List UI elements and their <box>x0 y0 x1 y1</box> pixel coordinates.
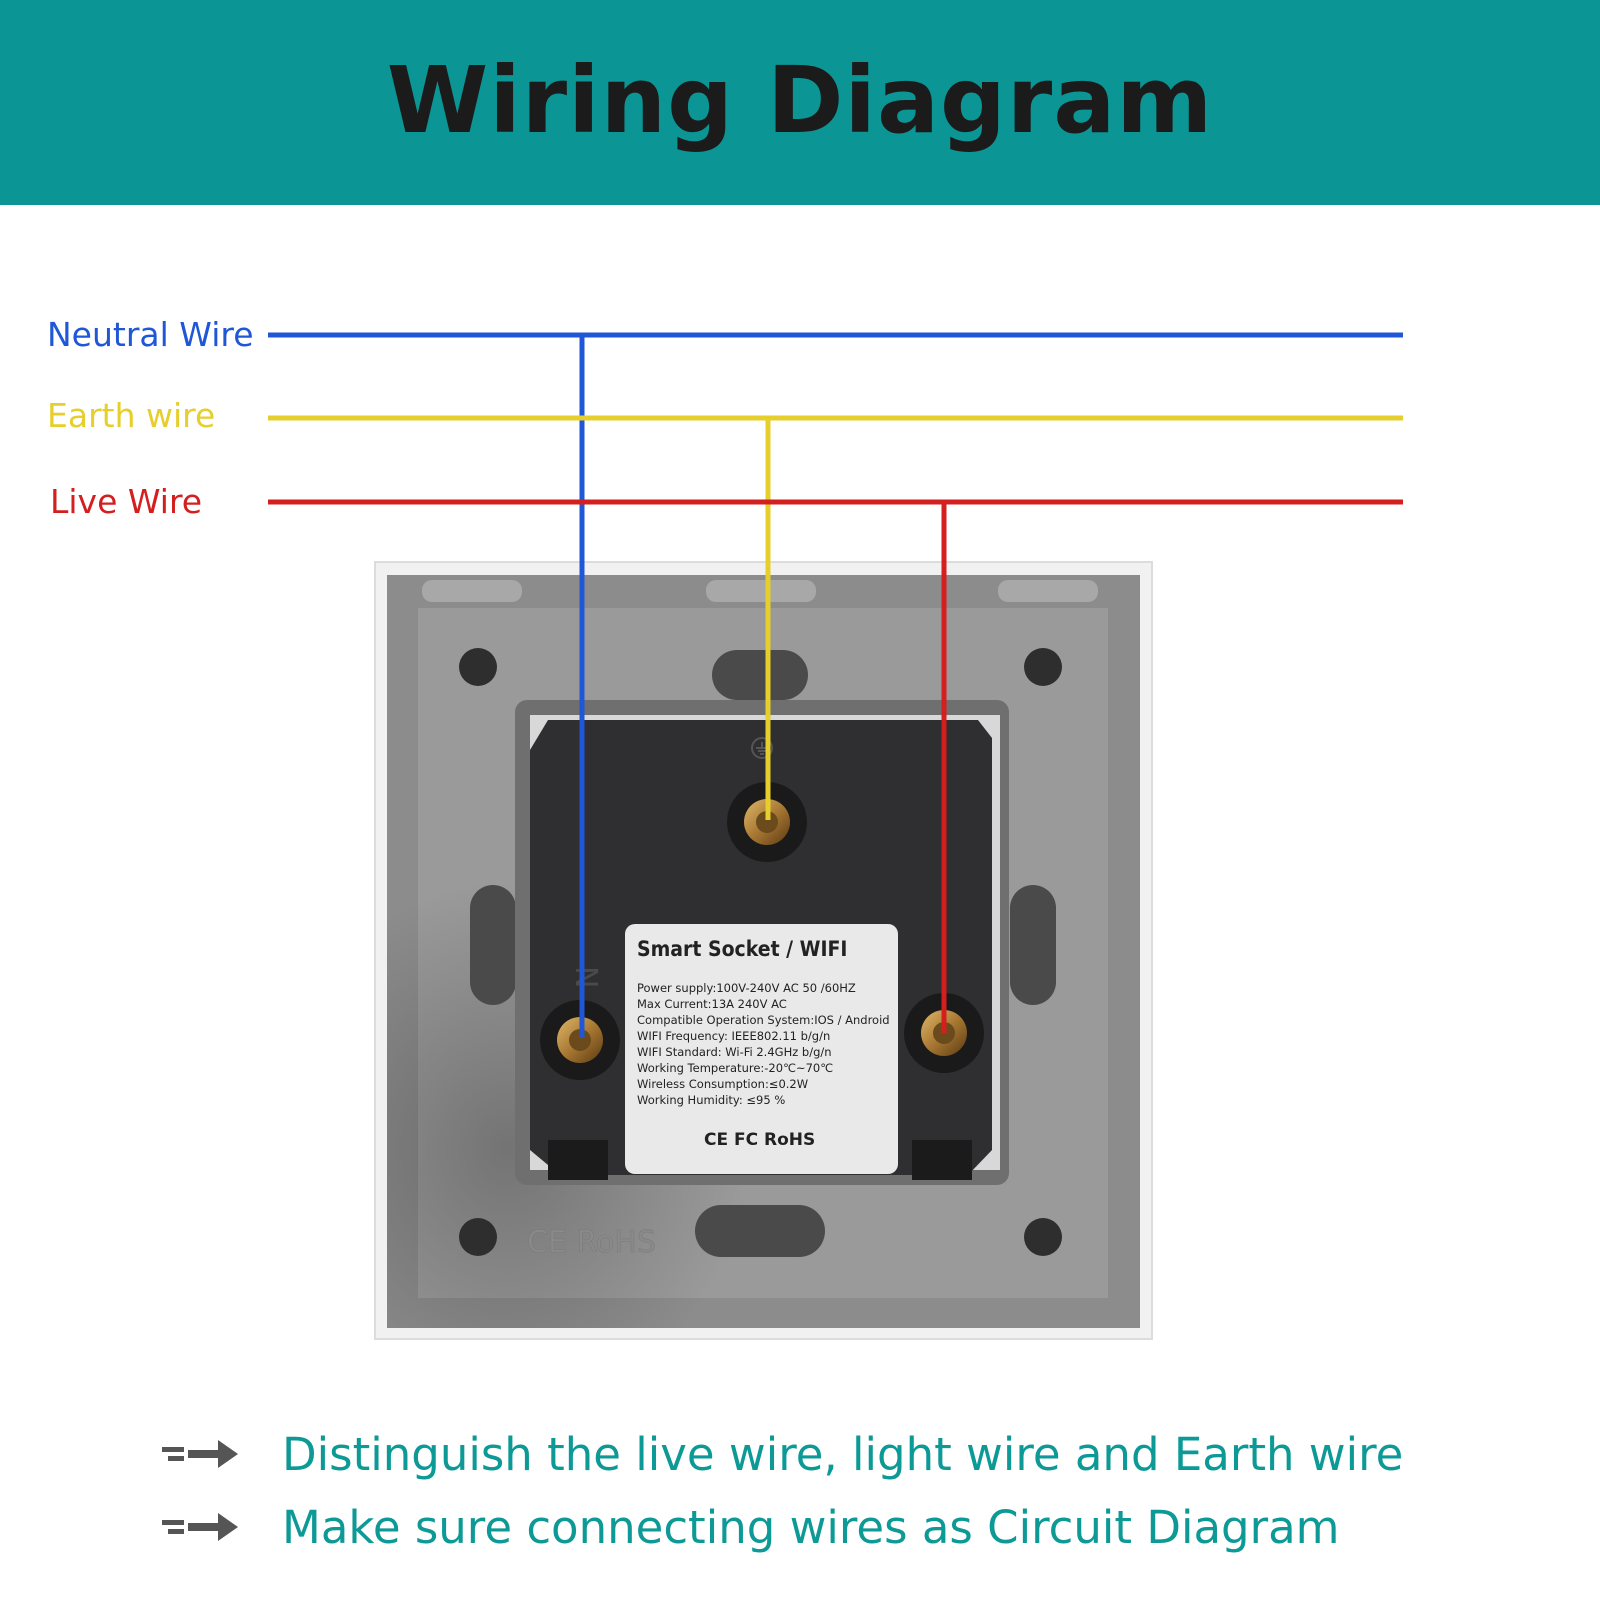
mounting-slot <box>695 1205 825 1257</box>
spec-label-line: Working Temperature:-20℃~70℃ <box>637 1061 833 1075</box>
earth-terminal <box>727 782 807 862</box>
spec-label-card <box>625 924 898 1174</box>
page-title: Wiring Diagram <box>386 47 1214 154</box>
spec-label-line: WIFI Standard: Wi-Fi 2.4GHz b/g/n <box>637 1045 832 1059</box>
mounting-slot <box>712 650 808 700</box>
spec-label-title: Smart Socket / WIFI <box>637 937 847 961</box>
live-wire-label: Live Wire <box>50 482 203 521</box>
note-text: Distinguish the live wire, light wire an… <box>282 1427 1404 1481</box>
wire-live <box>268 499 1403 1033</box>
mounting-slot <box>470 885 516 1005</box>
neutral-wire-label: Neutral Wire <box>47 315 254 354</box>
spec-label-line: Power supply:100V-240V AC 50 /60HZ <box>637 981 856 995</box>
spec-label-line: Wireless Consumption:≤0.2W <box>637 1077 808 1091</box>
header-banner: Wiring Diagram <box>0 0 1600 205</box>
note-item: Make sure connecting wires as Circuit Di… <box>160 1497 1340 1557</box>
spec-label-line: Working Humidity: ≤95 % <box>637 1093 785 1107</box>
spec-label-line: Max Current:13A 240V AC <box>637 997 787 1011</box>
mounting-hole <box>1024 1218 1062 1256</box>
mounting-hole <box>459 1218 497 1256</box>
neutral-terminal <box>540 1000 620 1080</box>
earth-wire-label: Earth wire <box>47 396 216 435</box>
mounting-slot <box>1010 885 1056 1005</box>
spec-label-line: WIFI Frequency: IEEE802.11 b/g/n <box>637 1029 830 1043</box>
wire-earth <box>268 415 1403 820</box>
spec-label-line: Compatible Operation System:IOS / Androi… <box>637 1013 890 1027</box>
double-arrow-icon <box>162 1440 238 1468</box>
mounting-hole <box>1024 648 1062 686</box>
spec-label-lines: Power supply:100V-240V AC 50 /60HZ Max Cu… <box>637 981 890 1107</box>
neutral-mark: N <box>568 966 603 988</box>
spec-label-certs: CE FC RoHS <box>704 1130 815 1150</box>
plate-notch <box>706 580 816 602</box>
double-arrow-icon <box>162 1513 238 1541</box>
note-item: Distinguish the live wire, light wire an… <box>160 1424 1403 1484</box>
plate-notch <box>422 580 522 602</box>
mounting-hole <box>459 648 497 686</box>
wire-neutral <box>268 332 1403 1038</box>
plate-notch <box>998 580 1098 602</box>
plate-marking: CE RoHS <box>527 1225 656 1260</box>
note-text: Make sure connecting wires as Circuit Di… <box>282 1500 1340 1554</box>
